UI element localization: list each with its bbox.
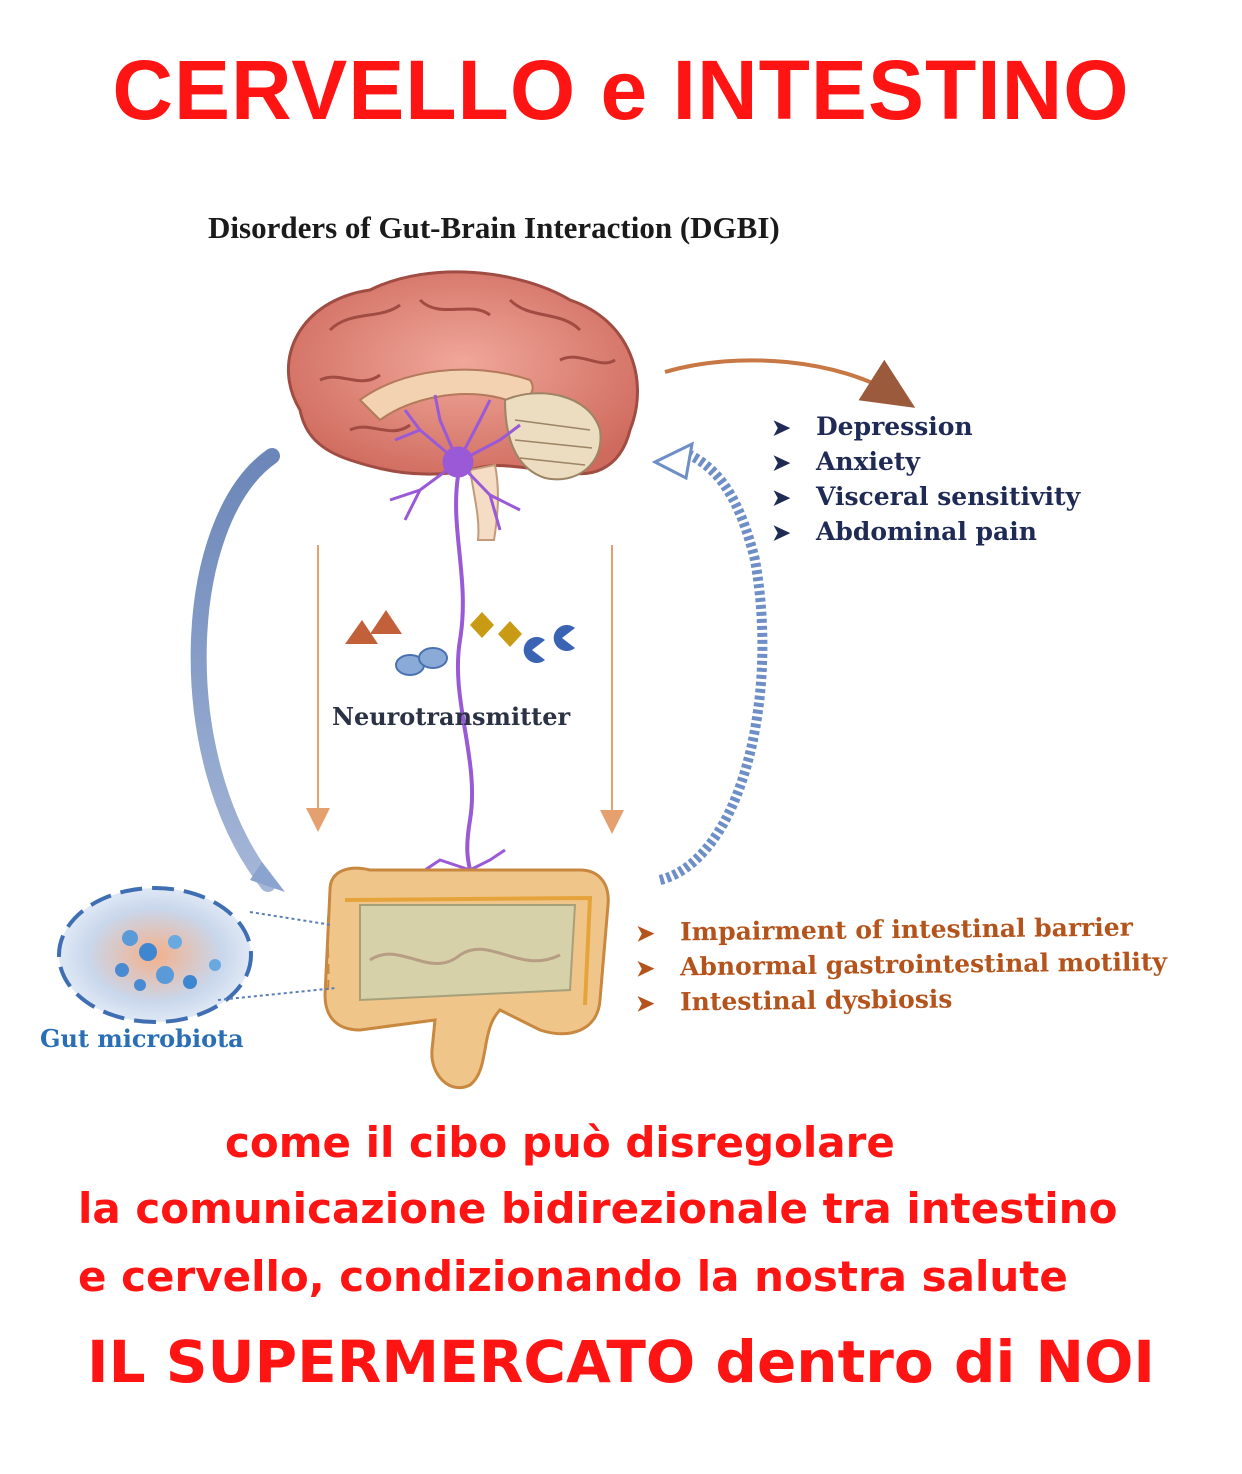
intestine-illustration	[323, 866, 610, 1089]
list-item: ➤Abnormal gastrointestinal motility	[636, 945, 1167, 986]
body-text-line-2: la comunicazione bidirezionale tra intes…	[78, 1184, 1118, 1233]
list-item: ➤Abdominal pain	[772, 515, 1080, 550]
neurotransmitter-label: Neurotransmitter	[332, 702, 571, 731]
brain-effects-list: ➤Depression ➤Anxiety ➤Visceral sensitivi…	[772, 410, 1080, 550]
list-item: ➤Visceral sensitivity	[772, 480, 1080, 515]
bullet-arrow-icon: ➤	[635, 955, 655, 982]
bullet-arrow-icon: ➤	[772, 520, 791, 546]
bullet-arrow-icon: ➤	[635, 920, 655, 947]
microbiota-label: Gut microbiota	[40, 1024, 244, 1053]
bullet-arrow-icon: ➤	[635, 990, 655, 1017]
gut-effects-list: ➤Impairment of intestinal barrier ➤Abnor…	[636, 913, 1167, 1018]
list-item: ➤Depression	[772, 410, 1080, 445]
page-title: CERVELLO e INTESTINO	[112, 43, 1130, 137]
list-item: ➤Impairment of intestinal barrier	[636, 910, 1167, 951]
diagram-subtitle: Disorders of Gut-Brain Interaction (DGBI…	[208, 210, 780, 245]
neurotransmitter-shapes	[345, 610, 575, 676]
list-item: ➤Anxiety	[772, 445, 1080, 480]
list-item: ➤Intestinal dysbiosis	[636, 980, 1167, 1021]
bullet-arrow-icon: ➤	[772, 485, 791, 511]
bullet-arrow-icon: ➤	[772, 450, 791, 476]
microbiota-circle	[57, 886, 337, 1024]
gut-to-brain-arrow	[658, 450, 768, 885]
footer-title: IL SUPERMERCATO dentro di NOI	[87, 1328, 1155, 1396]
brain-effects-arrow	[664, 358, 916, 408]
bullet-arrow-icon: ➤	[772, 415, 791, 441]
brain-to-gut-arrow	[190, 448, 280, 892]
body-text-line-3: e cervello, condizionando la nostra salu…	[78, 1252, 1068, 1301]
body-text-line-1: come il cibo può disregolare	[225, 1118, 895, 1167]
brain-illustration	[286, 270, 639, 541]
